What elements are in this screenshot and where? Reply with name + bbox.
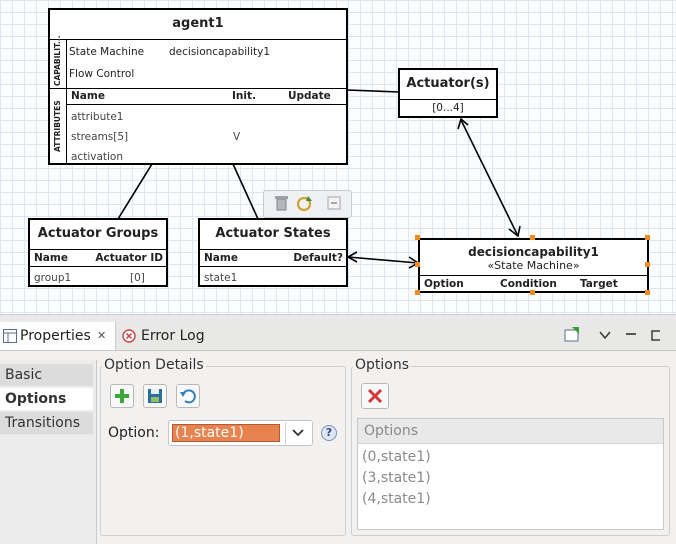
actuators-multiplicity: [0...4] (432, 102, 464, 114)
add-icon (115, 389, 129, 403)
group-row-name[interactable]: group1 (34, 272, 72, 284)
selection-handle[interactable] (530, 235, 535, 240)
save-icon (148, 389, 162, 403)
actuator-groups-node[interactable]: Actuator Groups Name Actuator ID group1 … (28, 218, 168, 287)
agent-states-link (232, 163, 259, 220)
options-list[interactable]: Options (0,state1) (3,state1) (4,state1) (357, 418, 664, 530)
agent-title: agent1 (172, 16, 224, 31)
groups-header-name: Name (34, 252, 68, 264)
capability-name[interactable]: State Machine (69, 46, 145, 58)
tab-properties-label: Properties (20, 328, 91, 344)
option-details-title: Option Details (102, 357, 206, 373)
connection-lines (117, 89, 521, 269)
decision-header-condition: Condition (500, 278, 557, 290)
decision-stereotype: «State Machine» (487, 259, 580, 272)
list-item[interactable]: (3,state1) (362, 470, 431, 486)
attribute-row[interactable]: streams[5] (71, 131, 129, 143)
option-value[interactable]: (1,state1) (175, 425, 244, 441)
arrowhead-left (346, 251, 358, 263)
option-combo[interactable]: (1,state1) (168, 420, 313, 446)
decision-title: decisioncapability1 (468, 245, 599, 259)
actuator-states-title: Actuator States (215, 226, 331, 241)
agent-groups-link (117, 163, 153, 220)
actuators-decision-link (460, 119, 519, 237)
selection-handle[interactable] (415, 262, 420, 267)
side-tab-transitions[interactable]: Transitions (0, 412, 93, 434)
group-row-id: [0] (130, 272, 145, 284)
side-tab-basic[interactable]: Basic (0, 364, 93, 386)
undo-icon (180, 389, 196, 404)
option-details-group (100, 366, 346, 536)
list-item[interactable]: (0,state1) (362, 449, 431, 465)
groups-header-id: Actuator ID (95, 252, 163, 264)
refresh-icon[interactable] (297, 196, 312, 211)
selection-handle[interactable] (645, 262, 650, 267)
close-icon[interactable]: ✕ (97, 329, 107, 342)
selection-handle[interactable] (645, 290, 650, 295)
decision-header-option: Option (424, 278, 464, 290)
states-header-default: Default? (293, 252, 343, 264)
option-label: Option: (108, 425, 160, 441)
decision-capability-node[interactable]: decisioncapability1 «State Machine» Opti… (418, 238, 649, 293)
tab-error-log-label: Error Log (141, 328, 205, 344)
attr-header-name: Name (71, 90, 105, 102)
option-dropdown-button[interactable] (285, 422, 311, 444)
add-option-button[interactable] (110, 384, 134, 408)
agent-node[interactable]: agent1 CAPABILIT... State Machine decisi… (48, 8, 348, 165)
pin-view-icon[interactable] (564, 327, 579, 342)
undo-option-button[interactable] (176, 384, 200, 408)
trash-icon[interactable] (275, 196, 288, 211)
view-tab-bar: Properties ✕ Error Log (0, 322, 676, 351)
diagram-canvas[interactable]: agent1 CAPABILIT... State Machine decisi… (0, 0, 676, 322)
canvas-scrollbar[interactable] (0, 314, 676, 322)
selection-handle[interactable] (645, 235, 650, 240)
node-mini-toolbar (263, 190, 352, 218)
actuator-states-node[interactable]: Actuator States Name Default? state1 (198, 218, 348, 287)
capabilities-section-label: CAPABILIT... (53, 35, 62, 86)
actuators-title: Actuator(s) (406, 76, 490, 91)
side-tab-options[interactable]: Options (0, 388, 93, 410)
delete-option-button[interactable] (361, 383, 389, 409)
tab-error-log[interactable]: Error Log (120, 322, 220, 350)
chevron-down-icon (292, 429, 304, 437)
error-log-icon (122, 329, 136, 343)
states-decision-link (347, 256, 419, 264)
arrowhead-down (508, 225, 521, 238)
selection-handle[interactable] (415, 235, 420, 240)
actuators-node[interactable]: Actuator(s) [0...4] (398, 68, 498, 118)
view-menu-icon[interactable] (599, 331, 611, 340)
capability-name[interactable]: Flow Control (69, 68, 135, 80)
attribute-init: V (233, 131, 241, 143)
options-list-header[interactable]: Options (364, 423, 419, 439)
maximize-icon[interactable] (651, 330, 660, 341)
actuator-groups-title: Actuator Groups (37, 226, 159, 241)
capability-value[interactable]: decisioncapability1 (169, 46, 271, 58)
options-group (351, 366, 670, 536)
arrowhead-up (457, 117, 469, 130)
states-header-name: Name (204, 252, 238, 264)
options-title: Options (353, 357, 412, 373)
selection-handle[interactable] (415, 290, 420, 295)
list-item[interactable]: (4,state1) (362, 491, 431, 507)
collapse-icon[interactable] (327, 196, 341, 210)
delete-icon (367, 388, 383, 404)
save-option-button[interactable] (143, 384, 167, 408)
attributes-section-label: ATTRIBUTES (53, 100, 62, 152)
selection-handle[interactable] (530, 290, 535, 295)
help-icon[interactable]: ? (321, 425, 337, 441)
attribute-row[interactable]: attribute1 (71, 111, 124, 123)
agent-actuators-link (346, 89, 400, 93)
properties-icon (3, 329, 17, 343)
property-sections-sidebar: Basic Options Transitions (0, 360, 97, 544)
decision-header-target: Target (580, 278, 618, 290)
attribute-row[interactable]: activation (71, 151, 124, 163)
state-row-name[interactable]: state1 (204, 272, 238, 284)
attr-header-update: Update (288, 90, 331, 102)
tab-properties[interactable]: Properties ✕ (0, 322, 116, 350)
attr-header-init: Init. (232, 90, 256, 102)
